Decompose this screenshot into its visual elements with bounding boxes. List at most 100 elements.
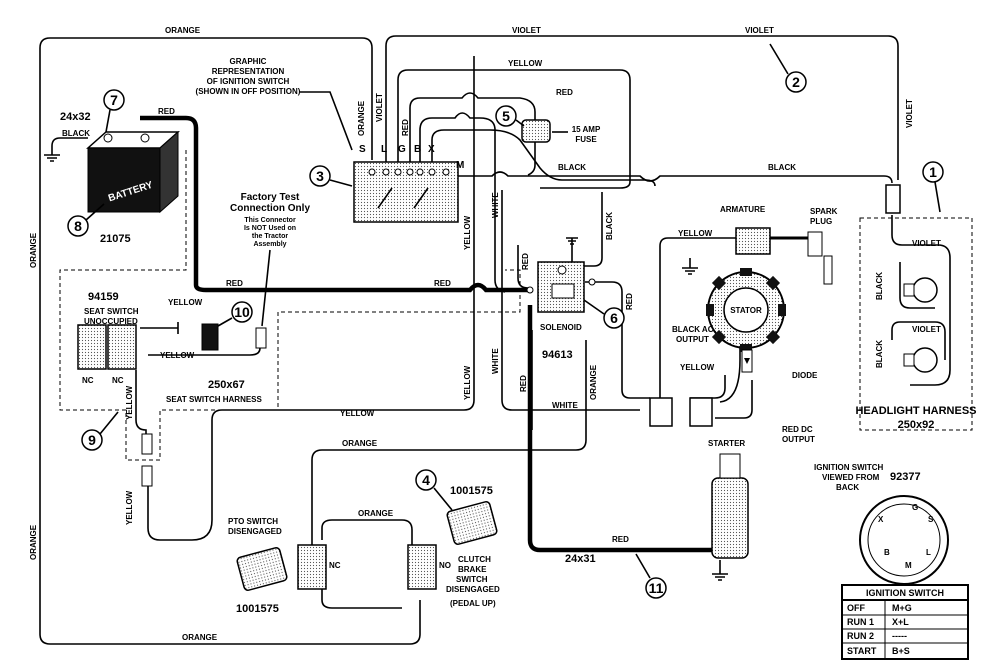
wire-label: VIOLET [745, 26, 774, 35]
spark-plug-line1: SPARK [810, 207, 838, 216]
wire-label: ORANGE [182, 633, 218, 642]
ign-pin-l: L [926, 548, 931, 557]
wire-label: YELLOW [125, 490, 134, 525]
wire-label: BLACK [875, 340, 884, 368]
ign-pin-b: B [884, 548, 890, 557]
wire-label: WHITE [552, 401, 578, 410]
seat-harness-part: 250x67 [208, 379, 245, 391]
wire-label: YELLOW [463, 215, 472, 250]
wire-label: VIOLET [512, 26, 541, 35]
wire-label: YELLOW [160, 351, 195, 360]
callout-number: 8 [74, 218, 82, 234]
wires [39, 35, 951, 645]
callout-10: 10 [217, 301, 253, 327]
wire-label: ORANGE [29, 524, 38, 560]
cable-24x31: 24x31 [565, 553, 596, 565]
harness-outlines [59, 150, 973, 461]
table-contacts-4: B+S [892, 646, 910, 656]
stator-label: STATOR [730, 306, 762, 315]
wire-label: RED [521, 253, 530, 270]
terminal-g: G [398, 144, 406, 155]
callout-number: 11 [649, 580, 664, 596]
wire-label: RED [226, 279, 243, 288]
seat-nc2: NC [112, 376, 124, 385]
black-ac-line2: OUTPUT [676, 335, 709, 344]
fuse-line2: FUSE [575, 135, 597, 144]
wire-labels: ORANGE VIOLET VIOLET YELLOW RED RED BLAC… [29, 26, 941, 642]
fuse: 15 AMP FUSE [521, 119, 601, 144]
wire-label: YELLOW [508, 59, 543, 68]
pto-part-number: 1001575 [236, 603, 279, 615]
pto-nc: NC [329, 561, 341, 570]
pto-switch-line2: DISENGAGED [228, 527, 282, 536]
terminal-x: X [428, 144, 435, 155]
callout-number: 10 [234, 304, 250, 320]
ignition-table-title: IGNITION SWITCH [866, 588, 944, 598]
seat-harness-label: SEAT SWITCH HARNESS [166, 395, 263, 404]
wire-label: VIOLET [905, 99, 914, 128]
factory-test-line2: Connection Only [230, 203, 310, 214]
wire-label: WHITE [491, 348, 500, 374]
connector-note-line3: the Tractor [252, 233, 288, 240]
callout-number: 6 [610, 310, 618, 326]
diode-label: DIODE [792, 371, 818, 380]
clutch-line5: (PEDAL UP) [450, 599, 496, 608]
seat-nc1: NC [82, 376, 94, 385]
starter: STARTER 24x31 [565, 439, 749, 581]
black-ac-line1: BLACK AC [672, 325, 714, 334]
callout-3: 3 [309, 165, 353, 187]
wire-label: BLACK [768, 163, 796, 172]
graphic-rep-line1: GRAPHIC [230, 57, 267, 66]
wire-label: YELLOW [680, 363, 715, 372]
wire-label: YELLOW [678, 229, 713, 238]
wire-label: VIOLET [375, 93, 384, 122]
pto-switch-line1: PTO SWITCH [228, 517, 278, 526]
wire-label: YELLOW [463, 365, 472, 400]
clutch-line3: SWITCH [456, 575, 488, 584]
part-1001575-top: 1001575 [450, 485, 493, 497]
wire-label: ORANGE [357, 100, 366, 136]
cable-24x32: 24x32 [60, 111, 91, 123]
ign-pin-m: M [905, 561, 912, 570]
battery-part-number: 21075 [100, 233, 131, 245]
clutch-no: NO [439, 561, 451, 570]
starter-label: STARTER [708, 439, 745, 448]
graphic-rep-line2: REPRESENTATION [212, 67, 285, 76]
table-pos-3: RUN 2 [847, 631, 874, 641]
table-pos-1: OFF [847, 603, 865, 613]
battery: BATTERY 21075 24x32 [44, 111, 180, 245]
callout-8: 8 [67, 203, 105, 237]
graphic-rep-line3: OF IGNITION SWITCH [207, 77, 290, 86]
wire-label: YELLOW [125, 385, 134, 420]
wire-label: RED [519, 375, 528, 392]
wire-label: ORANGE [29, 232, 38, 268]
wire-label: RED [612, 535, 629, 544]
wire-label: RED [556, 88, 573, 97]
graphic-rep-line4: (SHOWN IN OFF POSITION) [196, 87, 301, 96]
callout-number: 3 [316, 168, 324, 184]
spark-plug-line2: PLUG [810, 217, 832, 226]
wire-label: RED [158, 107, 175, 116]
solenoid-label: SOLENOID [540, 323, 582, 332]
callouts: 1 2 3 4 5 6 7 8 9 10 11 [67, 43, 944, 599]
callout-number: 4 [422, 472, 430, 488]
callout-number: 7 [110, 92, 118, 108]
wire-label: ORANGE [589, 364, 598, 400]
connector-note-line1: This Connector [244, 217, 296, 224]
table-contacts-1: M+G [892, 603, 912, 613]
wire-label: BLACK [558, 163, 586, 172]
wire-label: RED [434, 279, 451, 288]
pto-clutch-switches: NC NO PTO SWITCH DISENGAGED 1001575 CLUT… [228, 485, 500, 615]
terminal-s: S [359, 144, 366, 155]
armature-label: ARMATURE [720, 205, 766, 214]
wire-label: YELLOW [340, 409, 375, 418]
headlight-harness-part: 250x92 [898, 419, 935, 431]
wire-label: YELLOW [168, 298, 203, 307]
connector-note-line2: Is NOT Used on [244, 225, 296, 232]
clutch-line1: CLUTCH [458, 555, 491, 564]
seat-switch-line2: UNOCCUPIED [84, 317, 138, 326]
callout-number: 5 [502, 108, 510, 124]
connector-note-line4: Assembly [253, 241, 286, 248]
wire-label: BLACK [605, 212, 614, 240]
callout-2: 2 [769, 43, 807, 93]
